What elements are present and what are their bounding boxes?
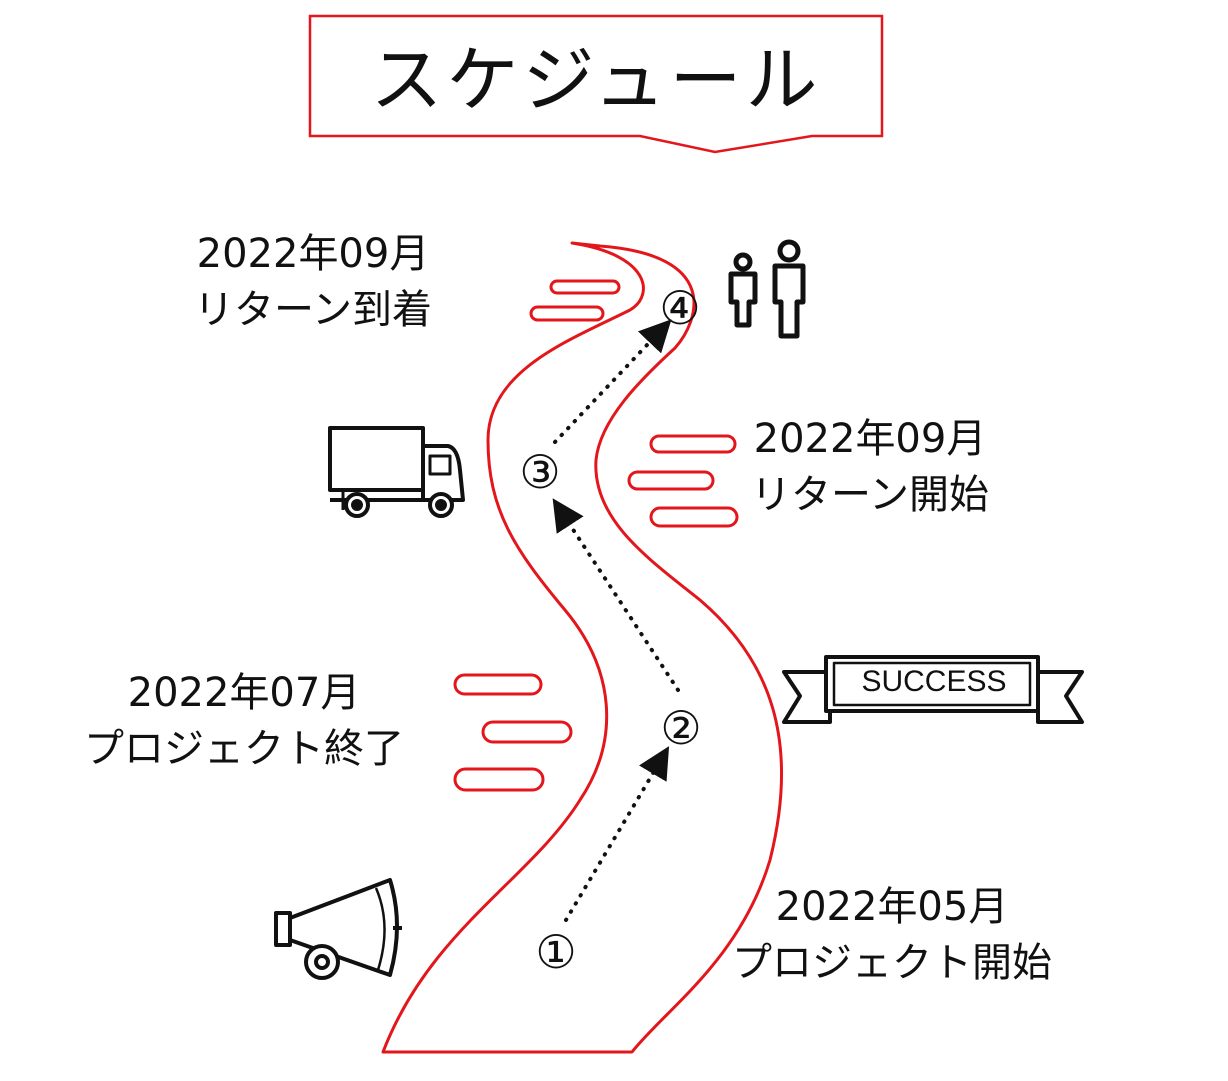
speed-line xyxy=(649,506,739,528)
speed-lines-step2 xyxy=(453,673,573,792)
success-banner-icon xyxy=(782,655,1084,724)
step-number-3: ③ xyxy=(519,445,561,499)
person-small-icon xyxy=(728,252,758,328)
milestone-event: リターン開始 xyxy=(751,472,989,518)
speed-line xyxy=(453,767,545,792)
delivery-truck-icon xyxy=(328,426,465,518)
people-icon xyxy=(728,239,806,339)
speed-line xyxy=(481,720,573,744)
speed-line xyxy=(529,305,605,322)
speed-lines-step3 xyxy=(627,434,739,528)
success-banner-label: SUCCESS xyxy=(861,665,1007,698)
megaphone-icon xyxy=(274,878,402,980)
milestone-event: プロジェクト終了 xyxy=(84,726,404,772)
speed-line xyxy=(627,470,715,491)
milestone-event: リターン到着 xyxy=(194,287,432,333)
speed-line xyxy=(649,434,737,454)
winding-road xyxy=(381,241,784,1054)
speed-lines-step4 xyxy=(529,279,621,322)
step-number-2: ② xyxy=(660,701,702,755)
step-number-4: ④ xyxy=(659,281,701,335)
page-title: スケジュール xyxy=(370,38,822,122)
arrow-step2-to-step3 xyxy=(552,498,680,692)
milestone-event: プロジェクト開始 xyxy=(732,940,1052,986)
speed-line xyxy=(549,279,621,295)
person-large-icon xyxy=(772,239,806,339)
step-number-1: ① xyxy=(535,925,577,979)
route-arrows xyxy=(552,319,680,922)
milestone-date: 2022年09月 xyxy=(196,231,430,277)
milestone-date: 2022年09月 xyxy=(753,416,987,462)
arrow-step1-to-step2 xyxy=(564,746,670,922)
milestone-date: 2022年05月 xyxy=(775,884,1009,930)
title-box xyxy=(308,14,884,154)
milestone-date: 2022年07月 xyxy=(127,670,361,716)
speed-line xyxy=(453,673,543,696)
arrow-step3-to-step4 xyxy=(553,319,672,444)
